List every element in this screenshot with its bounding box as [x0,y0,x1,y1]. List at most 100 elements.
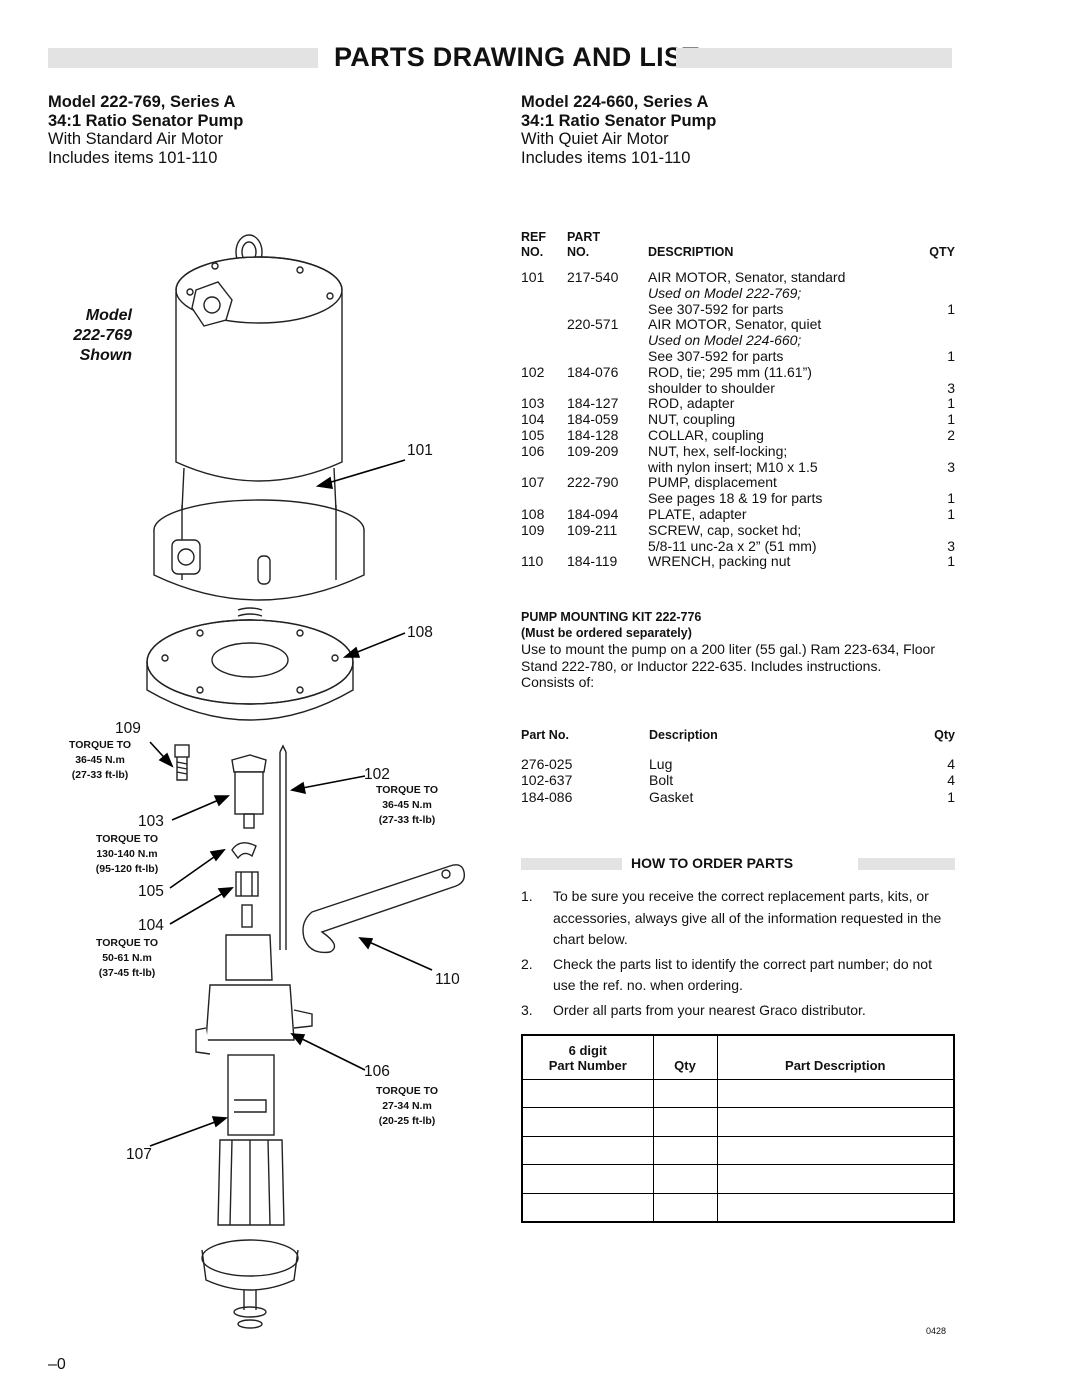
order-part-number-cell[interactable] [521,1078,654,1108]
cap-screw [296,266,304,274]
part-qty [929,317,955,333]
coupling-nut-flats [240,872,253,896]
order-description-cell[interactable] [716,1078,955,1108]
callout-103: 103 [138,813,164,830]
order-part-number-cell[interactable] [521,1135,654,1165]
outlet-port [177,548,195,566]
order-qty-cell[interactable] [652,1107,718,1137]
order-part-number-cell[interactable] [521,1164,654,1194]
order-form-table: 6 digit Part Number Qty Part Description [521,1034,955,1223]
order-qty-cell[interactable] [652,1164,718,1194]
arrow-105 [209,848,226,862]
part-ref-no: 103 [521,395,545,412]
part-ref-no [521,302,567,318]
part-qty: 1 [947,395,955,412]
callout-102: 102 [364,766,390,783]
plate-hole [296,629,304,637]
torque-spec-109: TORQUE TO 36-45 N.m (27-33 ft-lb) [50,738,150,783]
pump-intake-housing [217,1139,285,1226]
part-number: 184-128 [567,426,619,443]
title-rule-left [48,48,318,68]
order-description-cell[interactable] [716,1192,955,1222]
arrow-106 [290,1033,306,1046]
model-shown-line1: Model [85,307,132,324]
part-description: WRENCH, packing nut [648,553,791,570]
torque-imperial: (27-33 ft-lb) [71,769,129,781]
order-header-part-number: 6 digit Part Number [521,1034,654,1080]
part-number: 109-209 [567,442,619,459]
model-shown-line3: Shown [79,347,132,364]
kit-qty: 4 [947,755,955,772]
part-ref-no [521,349,567,365]
order-header-description: Part Description [716,1034,955,1080]
part-number [567,539,648,555]
order-step: 3.Order all parts from your nearest Grac… [521,1000,957,1022]
left-model-ratio: 34:1 Ratio Senator Pump [48,111,244,130]
torque-metric: 36-45 N.m [382,799,432,811]
part-number: 217-540 [567,269,619,285]
pump-cylinder-label [234,1099,267,1113]
order-qty-cell[interactable] [652,1078,718,1108]
order-part-number-cell[interactable] [521,1192,654,1222]
tie-rod-tip [279,744,287,753]
part-number [567,381,648,397]
model-shown-label: Model 222-769 Shown [50,306,132,366]
callout-101: 101 [407,442,433,459]
air-motor-top [175,256,343,324]
order-form-blank-row [521,1164,955,1194]
part-number: 220-571 [567,316,619,333]
tie-rod [279,752,287,950]
how-to-order-heading: HOW TO ORDER PARTS [631,855,794,871]
part-ref-no [521,317,567,333]
arrow-104 [217,887,234,899]
order-description-cell[interactable] [716,1164,955,1194]
part-number: 184-094 [567,505,619,522]
part-description: PLATE, adapter [648,505,747,522]
mounting-kit-description: Use to mount the pump on a 200 liter (55… [521,641,935,674]
torque-spec-106: TORQUE TO 27-34 N.m (20-25 ft-lb) [357,1084,457,1129]
order-form-blank-row [521,1192,955,1222]
right-model-motor: With Quiet Air Motor [521,130,669,148]
figure-number: 0428 [926,1326,947,1336]
cap-screw [186,288,194,296]
order-description-cell[interactable] [716,1107,955,1137]
order-form-blank-row [521,1078,955,1108]
order-description-cell[interactable] [716,1135,955,1165]
heading-rule-left [521,858,622,870]
motor-slot [257,555,271,585]
heading-rule-right [858,858,955,870]
part-number [567,286,648,302]
callout-110: 110 [435,971,460,988]
how-to-order-steps: 1.To be sure you receive the correct rep… [521,886,957,1024]
callout-109: 109 [115,720,141,737]
order-qty-cell[interactable] [652,1135,718,1165]
parts-list-row: Used on Model 222-769; [521,285,955,302]
part-description: See pages 18 & 19 for parts [648,490,823,507]
torque-metric: 27-34 N.m [382,1100,432,1112]
order-form-blank-row [521,1135,955,1165]
part-number [567,349,648,365]
left-model-motor: With Standard Air Motor [48,130,224,148]
arrow-102 [289,781,307,795]
cap-screw-head [174,744,190,758]
how-to-order-heading-bar: HOW TO ORDER PARTS [521,855,955,873]
coupling-collar [231,842,257,860]
air-inlet-fitting [191,281,233,327]
pump-foot-nut [237,1319,263,1329]
order-part-number-cell[interactable] [521,1107,654,1137]
pump-foot-valve [201,1239,299,1277]
order-qty-cell[interactable] [652,1192,718,1222]
adapter-rod-top [231,754,267,773]
part-description: ROD, tie; 295 mm (11.61”) [648,363,812,380]
mounting-kit-consists: Consists of: [521,674,595,690]
part-ref-no [521,539,567,555]
part-qty [929,365,955,381]
